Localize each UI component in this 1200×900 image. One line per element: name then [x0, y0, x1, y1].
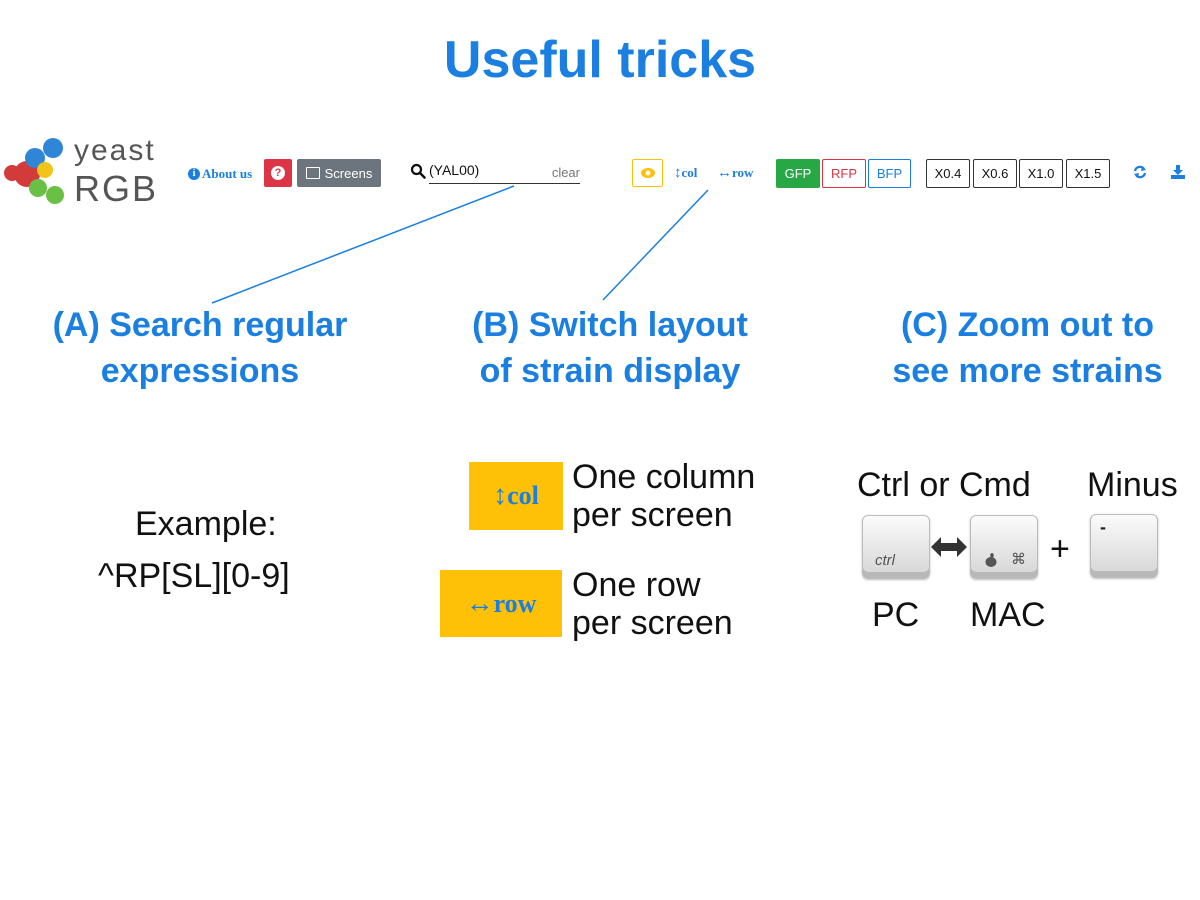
section-c-heading: (C) Zoom out to see more strains: [845, 302, 1200, 394]
horizontal-arrows-icon: ↔: [465, 587, 494, 619]
gfp-label: GFP: [784, 166, 812, 181]
zoom-0-6-label: X0.6: [981, 166, 1009, 181]
row-layout-button[interactable]: ↔ row: [717, 164, 753, 182]
zoom-1-0-label: X1.0: [1027, 166, 1055, 181]
zoom-0-6-button[interactable]: X0.6: [973, 159, 1017, 188]
section-a-line2: expressions: [100, 352, 300, 390]
screens-button[interactable]: Screens: [297, 159, 381, 187]
images-icon: [305, 167, 320, 179]
column-layout-example-button: ↕ col: [469, 462, 563, 530]
ctrl-key: ctrl: [862, 515, 930, 579]
rfp-channel-button[interactable]: RFP: [822, 159, 866, 188]
zoom-1-5-label: X1.5: [1074, 166, 1102, 181]
column-layout-label: col: [681, 165, 698, 180]
section-a-line1: (A) Search regular: [52, 306, 348, 344]
zoom-1-0-button[interactable]: X1.0: [1019, 159, 1063, 188]
row-layout-label: row: [732, 165, 754, 180]
section-b-line2: of strain display: [479, 352, 741, 390]
row-description-line1: One row: [572, 566, 701, 604]
callout-line-search: [211, 185, 515, 304]
section-b-heading: (B) Switch layout of strain display: [430, 302, 790, 394]
column-description: One column per screen: [572, 458, 755, 534]
search-input[interactable]: (YAL00) clear: [429, 160, 580, 184]
bfp-label: BFP: [876, 166, 903, 181]
pc-label: PC: [872, 596, 920, 634]
help-button[interactable]: ?: [264, 159, 292, 187]
callout-line-layout: [602, 189, 709, 301]
minus-key: -: [1090, 514, 1158, 578]
screens-label: Screens: [324, 165, 373, 181]
zoom-0-4-button[interactable]: X0.4: [926, 159, 970, 188]
column-layout-button[interactable]: ↕ col: [674, 164, 697, 182]
logo-text-yeast: yeast: [74, 134, 156, 167]
search-icon: [410, 163, 426, 179]
bfp-channel-button[interactable]: BFP: [868, 159, 911, 188]
gfp-channel-button[interactable]: GFP: [776, 159, 820, 188]
modifier-key-label: Ctrl or Cmd: [857, 466, 1031, 504]
apple-icon: [985, 553, 997, 567]
toggle-visibility-button[interactable]: [632, 159, 663, 187]
page-title: Useful tricks: [443, 31, 757, 89]
section-a-heading: (A) Search regular expressions: [20, 302, 380, 394]
example-label: Example:: [135, 505, 277, 543]
zoom-0-4-label: X0.4: [934, 166, 962, 181]
horizontal-arrows-icon: ↔: [717, 164, 732, 181]
rfp-label: RFP: [831, 166, 857, 181]
about-us-label: About us: [202, 166, 253, 181]
refresh-icon[interactable]: [1133, 165, 1147, 179]
mac-label: MAC: [970, 596, 1046, 634]
section-c-line2: see more strains: [892, 352, 1163, 390]
vertical-arrows-icon: ↕: [493, 480, 508, 511]
row-layout-example-button: ↔ row: [440, 570, 562, 637]
logo-text-rgb: RGB: [74, 168, 159, 209]
section-b-line1: (B) Switch layout: [472, 306, 748, 344]
column-example-label: col: [507, 481, 539, 510]
example-regex: ^RP[SL][0-9]: [98, 557, 290, 595]
column-description-line1: One column: [572, 458, 756, 496]
question-icon: ?: [271, 166, 285, 180]
download-icon[interactable]: [1171, 165, 1185, 179]
search-input-value: (YAL00): [429, 162, 480, 178]
section-c-line1: (C) Zoom out to: [900, 306, 1155, 344]
clear-search-button[interactable]: clear: [551, 165, 580, 180]
command-icon: ⌘: [1011, 551, 1026, 568]
plus-sign: +: [1050, 530, 1070, 568]
vertical-arrows-icon: ↕: [674, 164, 682, 181]
ctrl-key-label: ctrl: [875, 552, 895, 569]
row-description: One row per screen: [572, 566, 733, 642]
about-us-link[interactable]: i About us: [188, 165, 252, 183]
minus-key-label: Minus: [1087, 466, 1178, 504]
info-icon: i: [188, 168, 200, 180]
zoom-1-5-button[interactable]: X1.5: [1066, 159, 1110, 188]
logo-bubbles-icon: [4, 138, 64, 204]
eye-icon: [640, 168, 655, 178]
double-arrow-icon: [931, 537, 967, 557]
minus-key-symbol: -: [1100, 517, 1106, 537]
row-description-line2: per screen: [572, 604, 733, 642]
column-description-line2: per screen: [572, 496, 733, 534]
yeastrgb-logo[interactable]: yeast RGB: [0, 134, 170, 212]
row-example-label: row: [493, 588, 537, 618]
cmd-key: ⌘: [970, 515, 1038, 579]
